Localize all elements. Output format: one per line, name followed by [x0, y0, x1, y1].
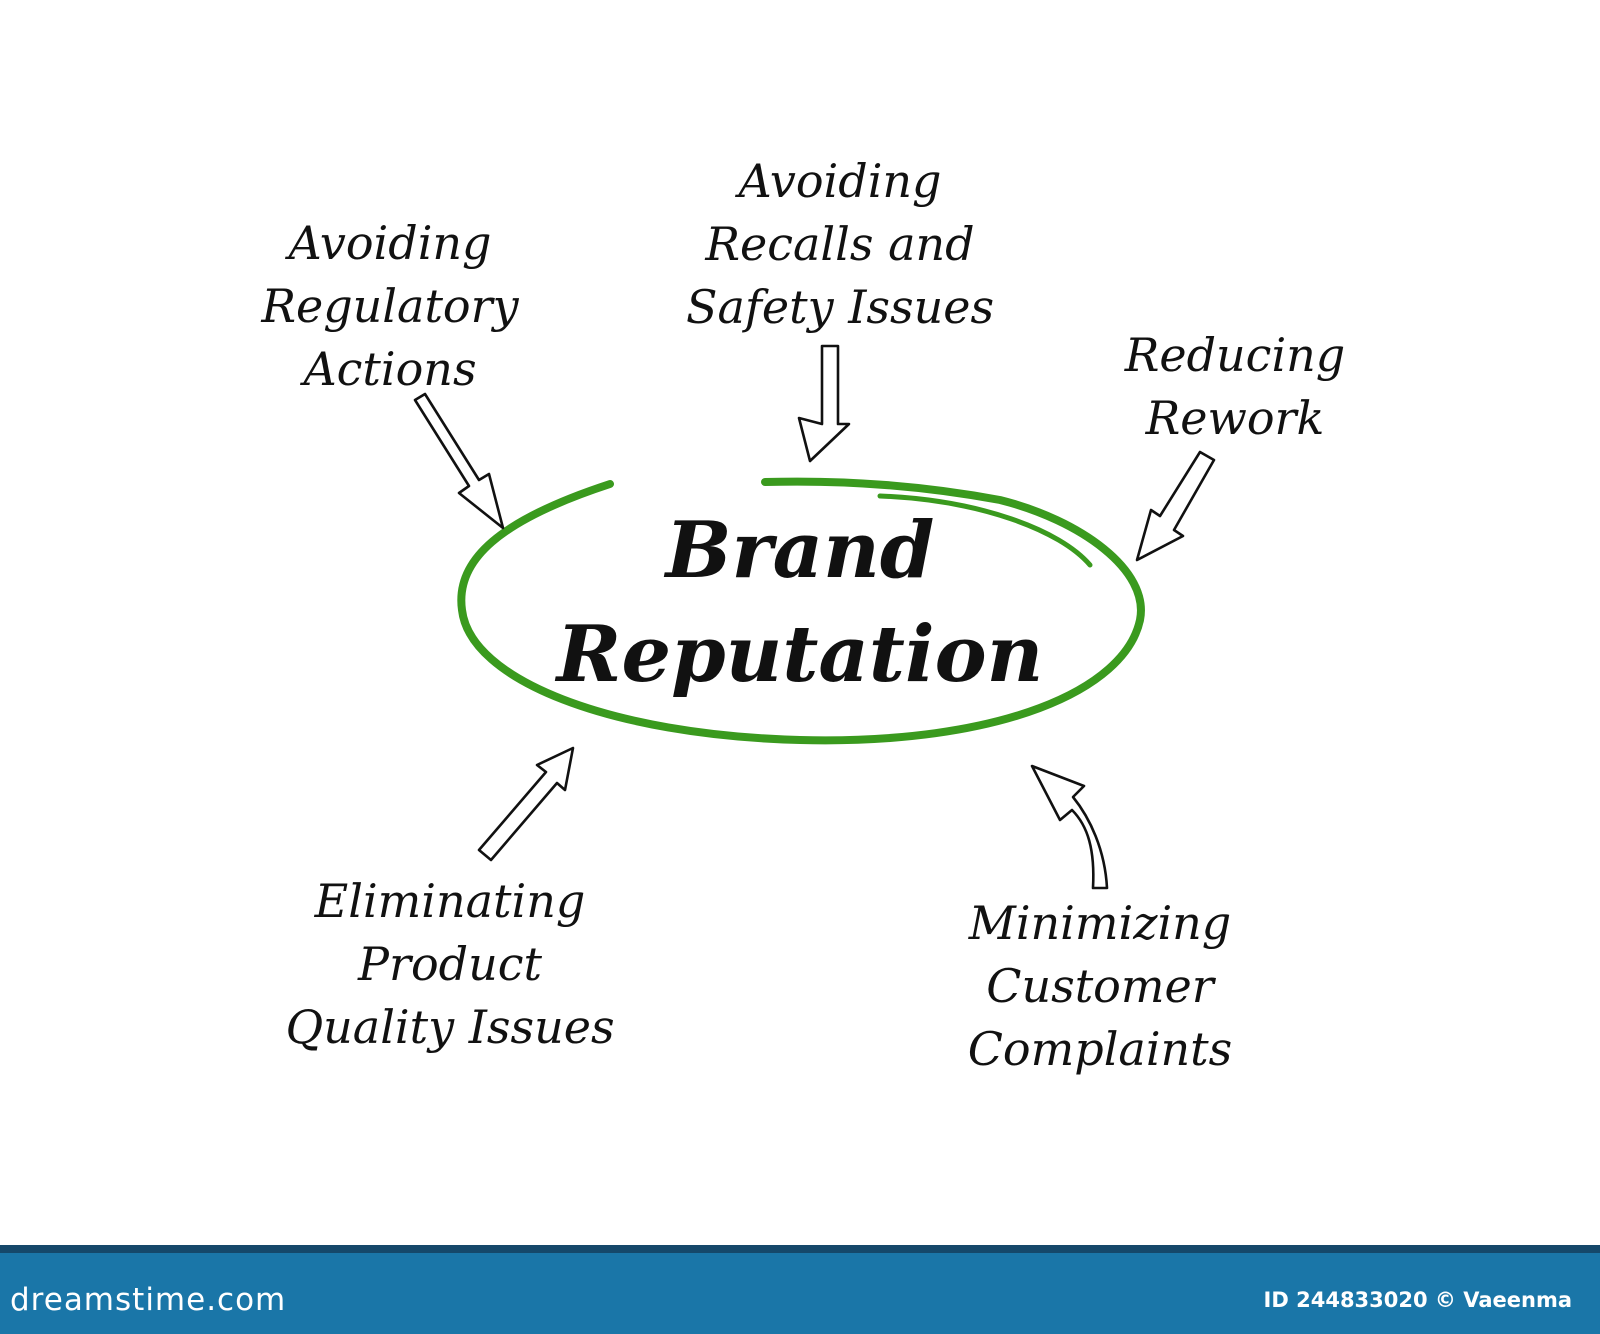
node-quality-line-1: Eliminating: [314, 874, 586, 928]
arrow-recalls: [797, 344, 851, 463]
node-complaints: Minimizing Customer Complaints: [900, 892, 1300, 1081]
arrow-regulatory: [413, 392, 505, 530]
footer-band: dreamstime.com ID 244833020 © Vaeenma: [0, 1253, 1600, 1334]
center-title: Brand Reputation: [470, 499, 1130, 707]
arrow-complaints: [1030, 764, 1109, 890]
node-regulatory-line-3: Actions: [303, 342, 477, 396]
node-quality: Eliminating Product Quality Issues: [220, 870, 680, 1059]
node-recalls-line-3: Safety Issues: [685, 280, 995, 334]
node-recalls: Avoiding Recalls and Safety Issues: [625, 150, 1055, 339]
node-complaints-line-2: Customer: [986, 959, 1214, 1013]
node-complaints-line-3: Complaints: [967, 1022, 1233, 1076]
footer-brand-logo: dreamstime.com: [10, 1282, 287, 1318]
ellipse-stroke-upper: [457, 477, 1145, 745]
diagram-canvas: [413, 344, 1216, 890]
node-quality-line-2: Product: [358, 937, 542, 991]
node-recalls-line-2: Recalls and: [705, 217, 975, 271]
ellipse-stroke-lower: [877, 493, 1093, 568]
node-rework-line-1: Reducing: [1124, 328, 1346, 382]
node-regulatory: Avoiding Regulatory Actions: [190, 212, 590, 401]
node-quality-line-3: Quality Issues: [285, 1000, 615, 1054]
footer-top-bar: [0, 1245, 1600, 1253]
center-title-line-1: Brand: [665, 505, 935, 596]
node-rework: Reducing Rework: [1070, 324, 1400, 450]
node-regulatory-line-1: Avoiding: [288, 216, 492, 270]
footer-banner: dreamstime.com ID 244833020 © Vaeenma: [0, 1245, 1600, 1334]
node-recalls-line-1: Avoiding: [738, 154, 942, 208]
arrow-quality: [477, 746, 575, 862]
node-rework-line-2: Rework: [1145, 391, 1325, 445]
center-title-line-2: Reputation: [556, 609, 1044, 700]
node-complaints-line-1: Minimizing: [968, 896, 1232, 950]
node-regulatory-line-2: Regulatory: [261, 279, 519, 333]
central-ellipse: [457, 477, 1145, 745]
footer-credit: ID 244833020 © Vaeenma: [1263, 1288, 1572, 1312]
arrow-rework: [1135, 450, 1216, 562]
